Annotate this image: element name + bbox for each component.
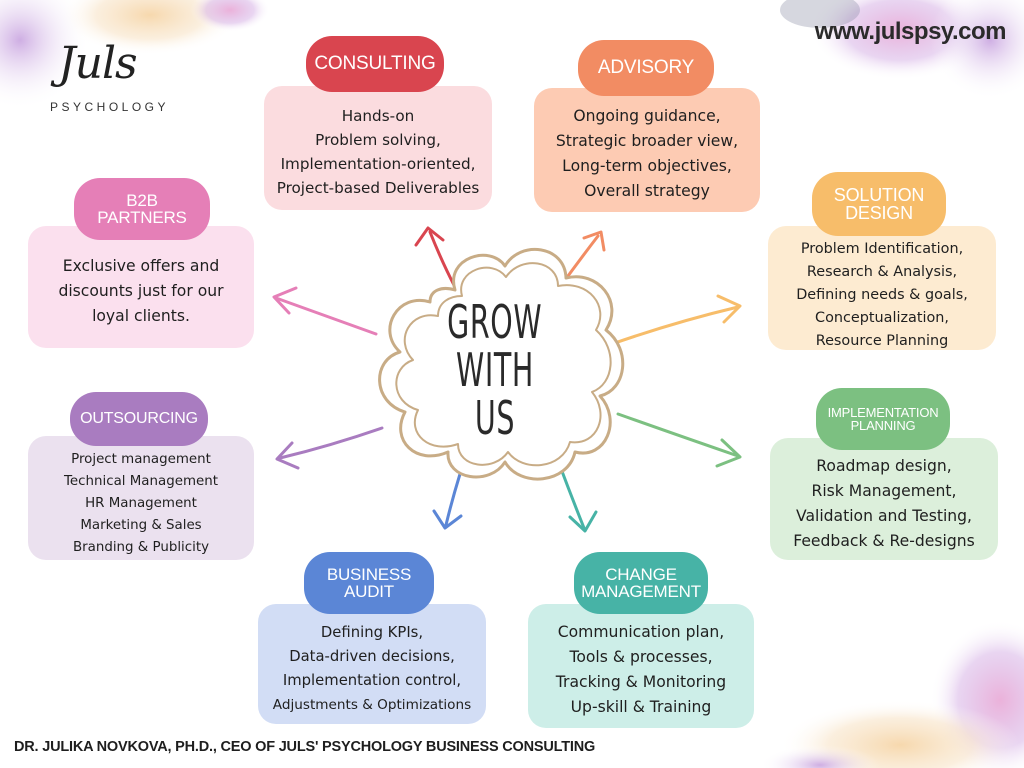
solution-design-item: Research & Analysis, (806, 263, 958, 280)
outsourcing-item: HR Management (85, 496, 197, 511)
footer-credit: DR. JULIKA NOVKOVA, PH.D., CEO OF JULS' … (14, 739, 596, 755)
advisory-box: Ongoing guidance, Strategic broader view… (534, 88, 760, 212)
solution-design-item: Conceptualization, (815, 309, 949, 326)
implementation-planning-tag-label: IMPLEMENTATION (827, 404, 939, 420)
arrow-to-solution-design (610, 294, 742, 346)
website-url[interactable]: www.julspsy.com (814, 18, 1007, 45)
implementation-planning-tag: IMPLEMENTATION PLANNING (816, 388, 950, 450)
business-audit-item: Implementation control, (282, 672, 462, 689)
solution-design-item: Resource Planning (815, 332, 949, 349)
change-management-item: Tools & processes, (569, 648, 713, 666)
outsourcing-item: Project management (71, 452, 211, 467)
b2b-partners-item: loyal clients. (92, 306, 190, 325)
change-management-item: Tracking & Monitoring (555, 673, 727, 691)
business-audit-tag-label: AUDIT (343, 582, 394, 601)
implementation-planning-item: Feedback & Re-designs (793, 532, 975, 550)
solution-design-item: Defining needs & goals, (796, 286, 968, 303)
b2b-partners-item: discounts just for our (58, 281, 224, 300)
advisory-tag: ADVISORY (578, 40, 714, 96)
business-audit-tag: BUSINESS AUDIT (304, 552, 434, 614)
change-management-item: Up-skill & Training (570, 698, 712, 716)
advisory-tag-label: ADVISORY (597, 57, 695, 79)
b2b-partners-tag-label: PARTNERS (97, 208, 187, 227)
consulting-box: Hands-on Problem solving, Implementation… (264, 86, 492, 210)
advisory-item: Strategic broader view, (555, 132, 739, 150)
b2b-partners-box: Exclusive offers and discounts just for … (28, 226, 254, 348)
arrow-to-consulting (414, 226, 457, 289)
consulting-item: Hands-on (341, 107, 415, 125)
logo-script: Juls (58, 38, 138, 89)
consulting-tag-label: CONSULTING (314, 53, 436, 75)
change-management-tag-label: MANAGEMENT (581, 582, 701, 601)
advisory-item: Ongoing guidance, (573, 107, 721, 125)
business-audit-box: Defining KPIs, Data-driven decisions, Im… (258, 604, 486, 724)
implementation-planning-item: Risk Management, (811, 482, 957, 500)
consulting-item: Problem solving, (315, 131, 441, 149)
advisory-item: Long-term objectives, (562, 157, 732, 175)
outsourcing-tag-label: OUTSOURCING (80, 409, 198, 427)
change-management-item: Communication plan, (557, 623, 725, 641)
arrow-to-b2b-partners (272, 286, 378, 336)
center-title: GROW WITH US (395, 290, 595, 450)
solution-design-tag-label: SOLUTION (833, 184, 925, 205)
arrow-to-outsourcing (275, 426, 384, 470)
outsourcing-box: Project management Technical Management … (28, 436, 254, 560)
b2b-partners-tag-label: B2B (126, 190, 158, 210)
solution-design-tag-label: DESIGN (845, 203, 913, 223)
logo-subtitle: PSYCHOLOGY (50, 100, 170, 114)
consulting-tag: CONSULTING (306, 36, 444, 92)
outsourcing-item: Marketing & Sales (80, 518, 202, 533)
center-cloud (378, 247, 625, 481)
change-management-tag: CHANGE MANAGEMENT (574, 552, 708, 614)
center-title-line-2: WITH US (456, 342, 534, 446)
juls-psychology-logo: Juls PSYCHOLOGY (32, 32, 182, 122)
solution-design-box: Problem Identification, Research & Analy… (768, 226, 996, 350)
implementation-planning-item: Validation and Testing, (795, 507, 973, 525)
business-audit-item: Data-driven decisions, (289, 648, 455, 665)
change-management-box: Communication plan, Tools & processes, T… (528, 604, 754, 728)
advisory-item: Overall strategy (584, 182, 710, 200)
implementation-planning-tag-label: PLANNING (850, 418, 916, 433)
outsourcing-item: Technical Management (64, 474, 218, 489)
implementation-planning-item: Roadmap design, (816, 457, 952, 475)
consulting-item: Implementation-oriented, (280, 155, 476, 173)
business-audit-tag-label: BUSINESS (326, 564, 412, 584)
arrow-to-business-audit (432, 472, 463, 530)
b2b-partners-tag: B2B PARTNERS (74, 178, 210, 240)
outsourcing-tag: OUTSOURCING (70, 392, 208, 446)
arrow-to-implementation-planning (616, 412, 742, 468)
change-management-tag-label: CHANGE (605, 564, 677, 584)
consulting-item: Project-based Deliverables (276, 179, 480, 197)
outsourcing-item: Branding & Publicity (72, 540, 210, 555)
business-audit-item: Adjustments & Optimizations (272, 697, 472, 713)
center-title-line-1: GROW (447, 294, 543, 349)
solution-design-item: Problem Identification, (800, 240, 964, 257)
business-audit-item: Defining KPIs, (320, 624, 424, 641)
b2b-partners-item: Exclusive offers and (62, 256, 220, 275)
implementation-planning-box: Roadmap design, Risk Management, Validat… (770, 438, 998, 560)
solution-design-tag: SOLUTION DESIGN (812, 172, 946, 236)
arrow-to-change-management (558, 464, 598, 533)
